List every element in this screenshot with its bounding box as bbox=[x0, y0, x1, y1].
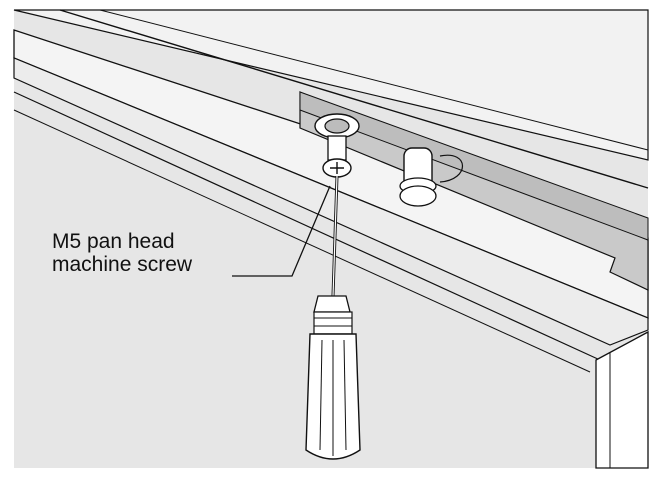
callout-line-2: machine screw bbox=[52, 253, 193, 276]
frame-rail-mid bbox=[13, 57, 649, 346]
callout-leader-line bbox=[232, 185, 331, 277]
door-jamb bbox=[595, 330, 649, 469]
callout-line-1: M5 pan head bbox=[52, 230, 175, 253]
screw-callout-label: M5 pan head machine screw bbox=[52, 230, 192, 276]
frame-rail-lower-line bbox=[13, 91, 601, 361]
screwdriver-icon bbox=[305, 175, 361, 460]
header-edge-line-2 bbox=[99, 9, 649, 151]
closer-post bbox=[399, 147, 464, 207]
frame-rail-lower-line-2 bbox=[13, 109, 591, 373]
screw-hole bbox=[324, 118, 350, 134]
frame-header-top bbox=[13, 9, 649, 161]
channel-shadow bbox=[299, 91, 649, 241]
screw-icon bbox=[322, 135, 352, 178]
header-edge-line bbox=[59, 9, 649, 189]
